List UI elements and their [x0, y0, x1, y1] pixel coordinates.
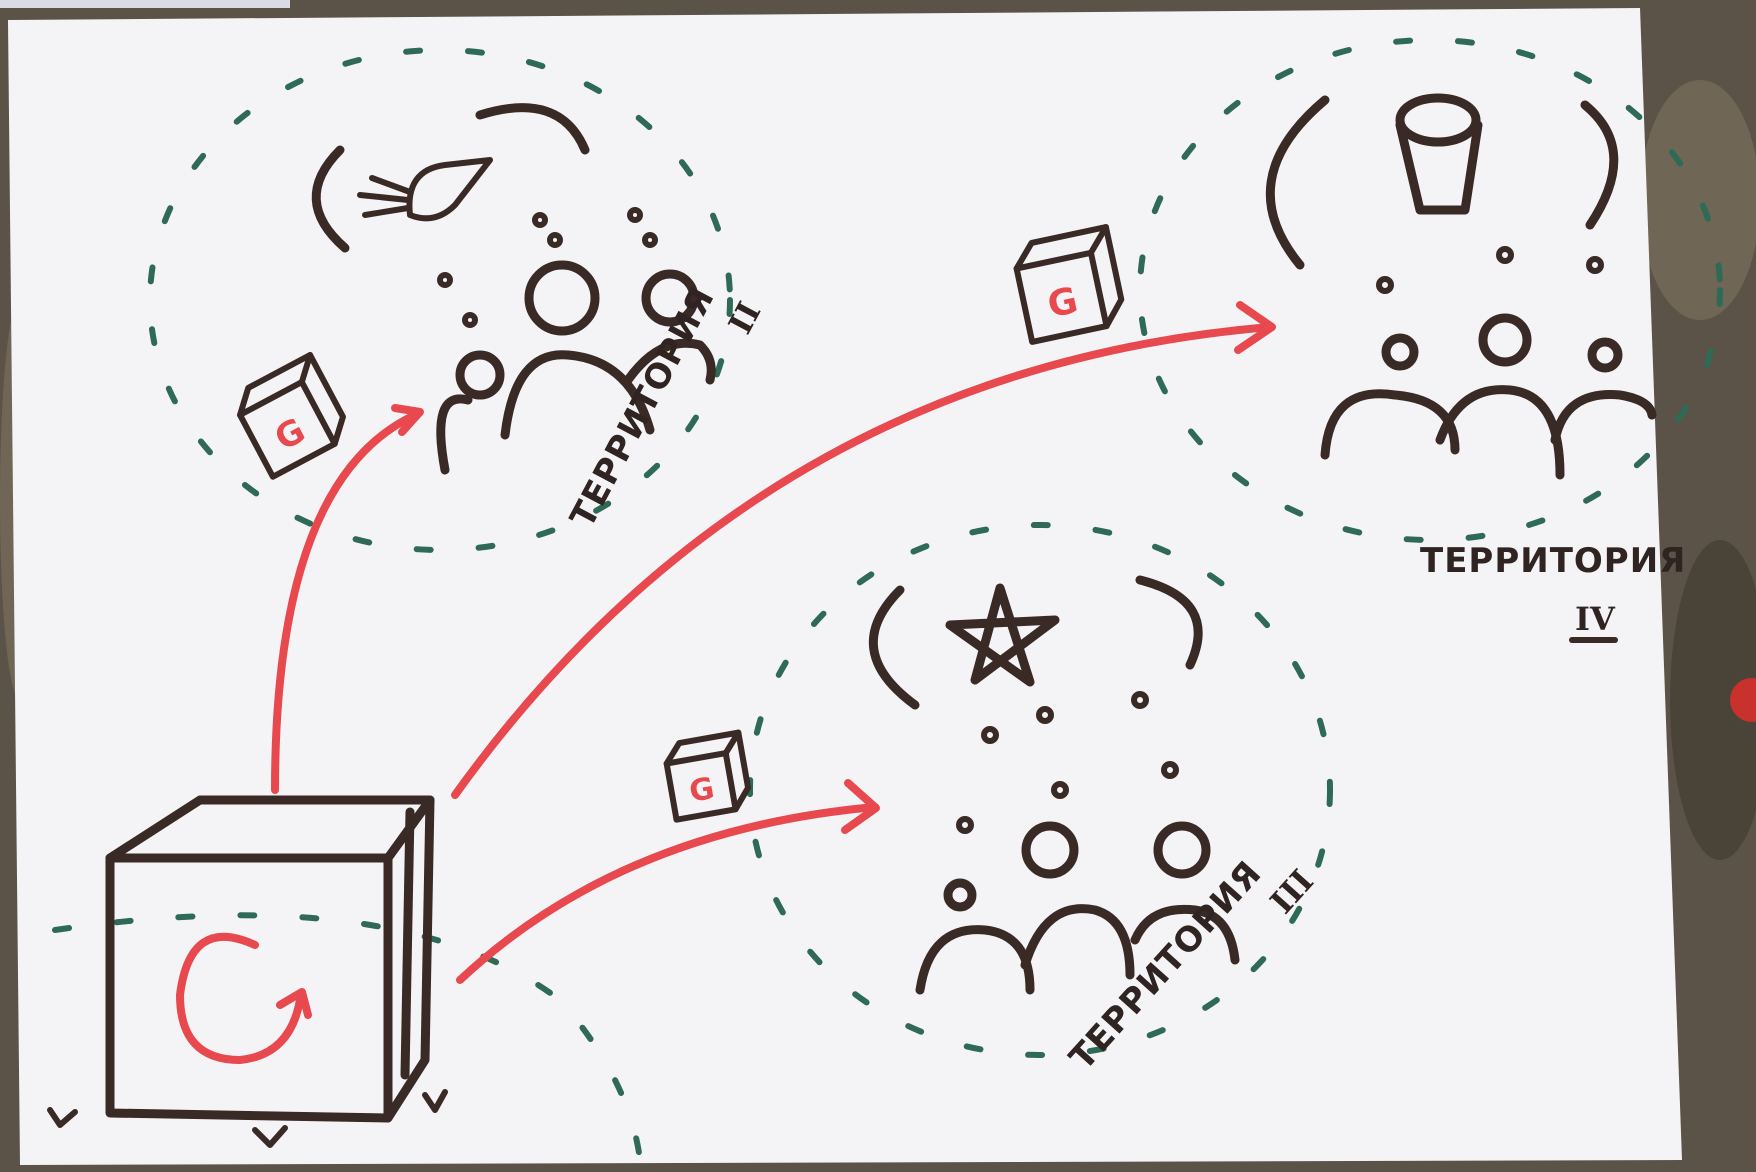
- top-edge-bar: [0, 0, 290, 8]
- paper-sheet: [8, 8, 1682, 1165]
- territory-iv-title: ТЕРРИТОРИЯ: [1420, 541, 1686, 581]
- territory-iv-numeral: IV: [1575, 600, 1616, 638]
